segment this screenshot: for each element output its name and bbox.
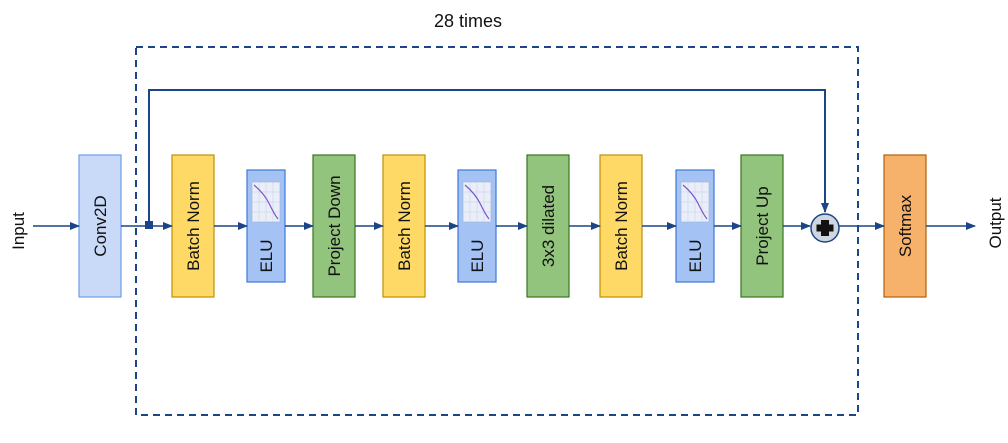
input-label: Input <box>9 212 28 250</box>
project-down-box <box>312 154 356 298</box>
skip-junction <box>145 221 153 229</box>
bn3-label: Batch Norm <box>612 181 631 271</box>
elu3-label: ELU <box>686 239 705 272</box>
bn3-block: Batch Norm <box>599 154 643 298</box>
elu2-block: ELU <box>457 169 497 283</box>
project-up-block: Project Up <box>740 154 784 298</box>
project-down-label: Project Down <box>325 175 344 276</box>
bn1-box <box>171 154 215 298</box>
skip-connection <box>148 89 829 226</box>
plus-icon <box>816 220 834 236</box>
dilated-label: 3x3 dilated <box>539 185 558 267</box>
dilated-box <box>526 154 570 298</box>
bn2-block: Batch Norm <box>382 154 426 298</box>
dilated-block: 3x3 dilated <box>526 154 570 298</box>
output-label: Output <box>986 197 1005 248</box>
conv2d-label: Conv2D <box>91 195 110 256</box>
repeat-count-label: 28 times <box>434 11 502 31</box>
add-node <box>810 213 840 243</box>
conv2d-block: Conv2D <box>78 154 122 298</box>
bn2-box <box>382 154 426 298</box>
bn2-label: Batch Norm <box>395 181 414 271</box>
softmax-label: Softmax <box>896 194 915 257</box>
bn1-block: Batch Norm <box>171 154 215 298</box>
project-down-block: Project Down <box>312 154 356 298</box>
elu1-block: ELU <box>246 169 286 283</box>
elu1-label: ELU <box>257 239 276 272</box>
elu-curve-icon <box>680 181 710 223</box>
project-up-label: Project Up <box>753 186 772 265</box>
elu-curve-icon <box>462 181 492 223</box>
bn3-box <box>599 154 643 298</box>
elu3-block: ELU <box>675 169 715 283</box>
elu-curve-icon <box>251 181 281 223</box>
elu2-label: ELU <box>468 239 487 272</box>
bn1-label: Batch Norm <box>184 181 203 271</box>
repeat-container <box>135 46 859 416</box>
softmax-box <box>883 154 927 298</box>
softmax-block: Softmax <box>883 154 927 298</box>
